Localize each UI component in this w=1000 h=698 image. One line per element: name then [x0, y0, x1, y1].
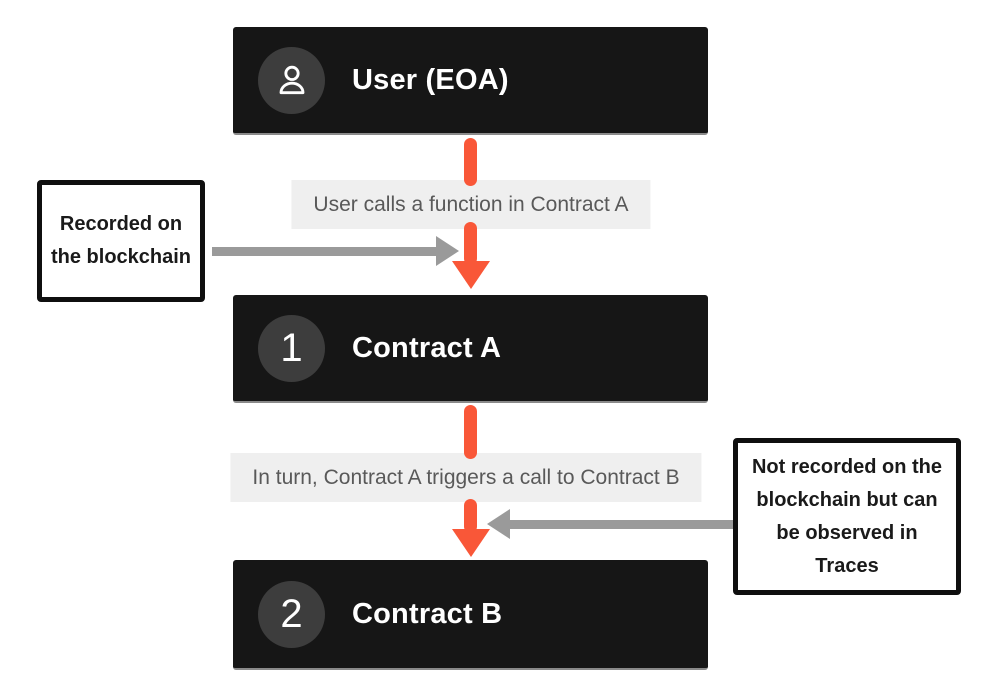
- node-user-eoa: User (EOA): [233, 27, 708, 135]
- gray-arrow-left-shaft: [212, 247, 438, 256]
- gray-arrow-right-shaft: [510, 520, 733, 529]
- arrow-a-to-b-segment-top: [464, 405, 477, 459]
- node-contract-a: 1 Contract A: [233, 295, 708, 403]
- node-contract-a-title: Contract A: [352, 331, 502, 364]
- user-avatar: [258, 46, 325, 114]
- node-user-title: User (EOA): [352, 63, 509, 96]
- note-recorded-text: Recorded on the blockchain: [50, 213, 192, 268]
- edge-label-a-to-b: In turn, Contract A triggers a call to C…: [230, 453, 702, 502]
- arrowhead-right-icon: [436, 236, 459, 266]
- note-observed-in-traces: Not recorded on the blockchain but can b…: [733, 438, 961, 595]
- arrow-user-to-a-segment-bottom: [464, 222, 477, 265]
- arrowhead-down-icon: [452, 529, 490, 557]
- note-traces-text: Not recorded on the blockchain but can b…: [751, 455, 942, 577]
- arrowhead-left-icon: [487, 509, 510, 539]
- edge-label-user-to-a: User calls a function in Contract A: [291, 180, 651, 229]
- node-contract-b: 2 Contract B: [233, 560, 708, 670]
- arrow-a-to-b-segment-bottom: [464, 499, 477, 533]
- contract-a-number: 1: [280, 325, 303, 370]
- person-icon: [279, 65, 304, 95]
- contract-a-badge: 1: [258, 314, 325, 382]
- note-recorded-on-blockchain: Recorded on the blockchain: [37, 180, 205, 302]
- arrowhead-down-icon: [452, 261, 490, 289]
- arrow-user-to-a-segment-top: [464, 138, 477, 186]
- contract-b-badge: 2: [258, 580, 325, 648]
- node-contract-b-title: Contract B: [352, 597, 503, 630]
- contract-b-number: 2: [280, 591, 303, 636]
